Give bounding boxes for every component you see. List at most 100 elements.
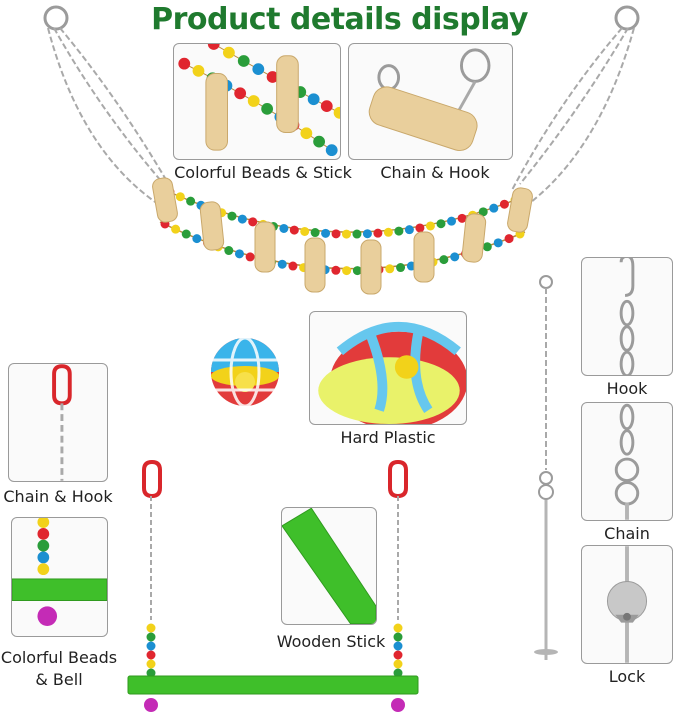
bead	[279, 223, 289, 233]
bead	[404, 225, 414, 235]
swing-perch	[127, 675, 419, 695]
page-title: Product details display	[151, 2, 528, 37]
ladder-chains	[43, 5, 640, 207]
label-beads-bell-line2: & Bell	[35, 670, 83, 689]
bead	[237, 55, 250, 67]
bead	[393, 623, 403, 633]
detail-beads-stick	[173, 43, 341, 160]
bead	[146, 632, 156, 642]
bead	[493, 238, 503, 248]
ball-toy-small	[211, 336, 279, 408]
bead	[447, 216, 457, 226]
label-chain-hook-top: Chain & Hook	[380, 163, 490, 182]
bead	[383, 227, 393, 237]
bead	[394, 226, 404, 236]
bead	[482, 242, 492, 252]
bead	[393, 632, 403, 642]
bead	[341, 229, 351, 239]
bead	[489, 203, 499, 213]
bead	[245, 252, 255, 262]
detail-chain	[581, 402, 673, 521]
bead	[342, 266, 352, 276]
bead	[175, 192, 185, 202]
bead	[277, 259, 287, 269]
bead	[222, 46, 235, 59]
bead	[425, 221, 435, 231]
label-wooden-stick: Wooden Stick	[276, 632, 386, 651]
bead	[393, 659, 403, 669]
bead	[310, 228, 320, 238]
bead	[192, 64, 205, 77]
label-chain-hook-left: Chain & Hook	[3, 487, 113, 506]
bead	[436, 219, 446, 229]
bead	[307, 93, 320, 106]
label-hard-plastic: Hard Plastic	[340, 428, 436, 447]
label-lock: Lock	[608, 667, 646, 686]
detail-wooden-stick	[281, 507, 377, 625]
bead	[499, 199, 509, 209]
bead	[373, 228, 383, 238]
bead	[146, 623, 156, 633]
bead	[146, 668, 156, 678]
label-chain: Chain	[604, 524, 650, 543]
stake-holder	[534, 275, 558, 660]
bead	[325, 144, 338, 157]
bead	[234, 249, 244, 259]
bead	[227, 211, 237, 221]
bead	[457, 213, 467, 223]
bead	[415, 223, 425, 233]
bead	[146, 659, 156, 669]
bead	[237, 214, 247, 224]
bead	[252, 63, 265, 76]
bead	[181, 229, 191, 239]
bead	[478, 207, 488, 217]
bead	[289, 225, 299, 235]
bead	[313, 135, 326, 148]
detail-lock	[581, 545, 673, 664]
bead	[321, 228, 331, 238]
bead	[266, 71, 279, 83]
bead	[393, 650, 403, 660]
bead	[333, 106, 340, 119]
label-beads-bell-line1: Colorful Beads	[0, 648, 118, 667]
bead	[288, 261, 298, 271]
detail-beads-bell	[11, 517, 108, 637]
bead	[439, 255, 449, 265]
bead	[234, 87, 247, 100]
bead	[352, 229, 362, 239]
bead	[385, 264, 395, 274]
bead	[352, 266, 362, 276]
bead	[362, 229, 372, 239]
swing-left-hanger	[142, 459, 162, 712]
bead	[207, 44, 220, 50]
bead	[450, 252, 460, 262]
bead	[320, 100, 333, 113]
bead	[146, 650, 156, 660]
bead	[146, 641, 156, 651]
bead	[261, 102, 274, 115]
label-beads-stick: Colorful Beads & Stick	[174, 163, 352, 182]
detail-chain-hook-left	[8, 363, 108, 482]
bead	[331, 229, 341, 239]
swing-right-hanger	[388, 459, 408, 712]
bead	[300, 127, 313, 140]
bead	[192, 234, 202, 244]
bead	[248, 217, 258, 227]
bead	[396, 263, 406, 273]
ladder-rungs	[152, 177, 533, 295]
bead	[393, 641, 403, 651]
bead	[171, 224, 181, 234]
bead	[393, 668, 403, 678]
bead	[504, 234, 514, 244]
bead	[178, 57, 191, 70]
bead	[331, 265, 341, 275]
bead	[186, 196, 196, 206]
bead	[300, 226, 310, 236]
bead	[224, 246, 234, 256]
detail-hard-plastic	[309, 311, 467, 425]
label-hook: Hook	[606, 379, 648, 398]
bead	[247, 95, 260, 107]
detail-chain-hook-top	[348, 43, 513, 160]
detail-hook	[581, 257, 673, 376]
